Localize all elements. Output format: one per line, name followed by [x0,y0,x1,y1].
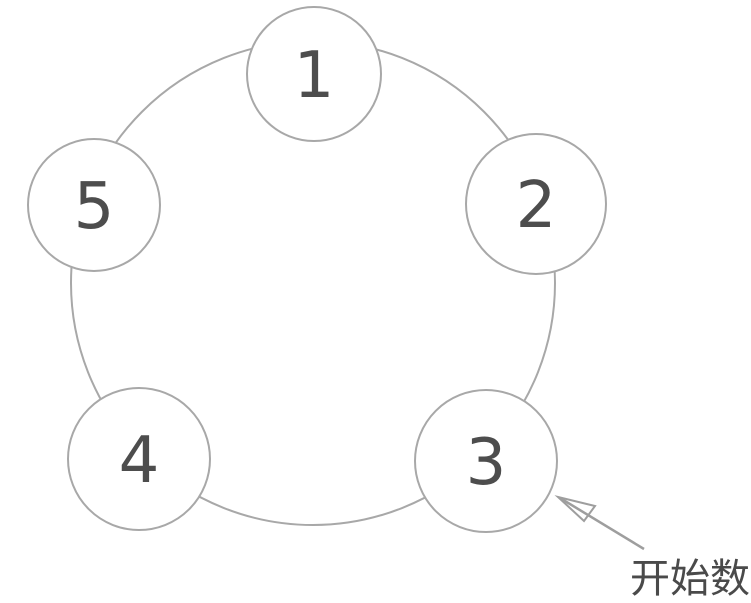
node-5-label: 5 [74,170,115,244]
node-1-circle [246,6,382,142]
arrow-shaft [559,496,645,551]
start-annotation-label: 开始数 [630,556,750,602]
node-1-label: 1 [294,39,335,113]
node-2-label: 2 [516,169,557,243]
node-3-label: 3 [466,426,507,500]
arrow-head-icon [554,495,597,523]
node-2-circle [465,133,607,275]
node-4-label: 4 [119,424,160,498]
node-5-circle [27,138,161,272]
node-5: 5 [27,138,161,272]
node-4-circle [67,387,211,531]
node-3-circle [414,389,558,533]
node-2: 2 [465,133,607,275]
node-1: 1 [246,6,382,142]
node-4: 4 [67,387,211,531]
start-arrow [554,495,645,551]
node-3: 3 [414,389,558,533]
